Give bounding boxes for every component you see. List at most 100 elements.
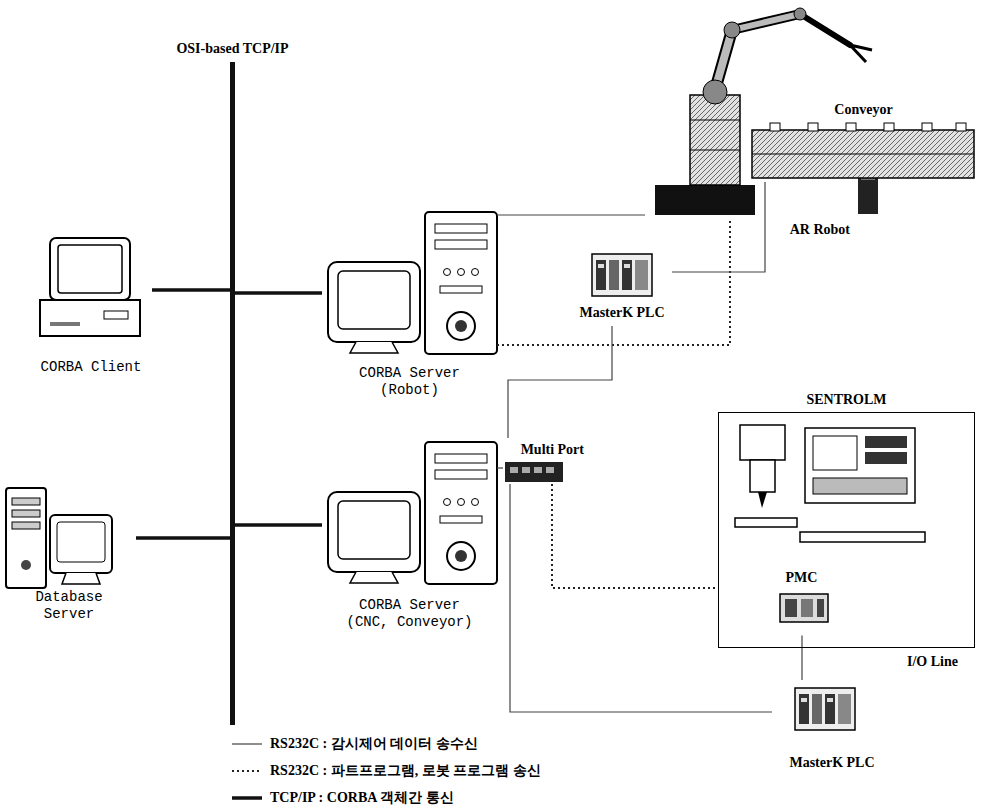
robot-arm-icon [732, 14, 800, 30]
robot-arm-icon [690, 150, 740, 151]
device-label: MasterK PLC [579, 305, 664, 322]
device-label: Multi Port [521, 442, 584, 459]
conveyor-icon [752, 130, 974, 178]
multi-port-icon [534, 467, 542, 473]
device-label: Database Server [6, 589, 132, 623]
client-computer: CORBA Client [30, 232, 152, 380]
legend-row: RS232C : 파트프로그램, 로봇 프로그램 송신 [232, 763, 541, 780]
device-label: CORBA Server (CNC, Conveyor) [340, 597, 480, 631]
multi-port-icon [510, 467, 518, 473]
conveyor-icon [752, 154, 974, 155]
tcp-link [235, 523, 322, 527]
serial-link [497, 467, 503, 468]
server-computer-icon [328, 212, 497, 354]
plc-unit: MasterK PLC [772, 680, 892, 776]
client-computer-icon [50, 238, 130, 300]
conveyor-icon [770, 123, 780, 131]
cnc-machine: SENTROLMPMC [718, 412, 975, 648]
device-label: CORBA Server (Robot) [340, 365, 480, 399]
robot-arm-icon [732, 14, 800, 30]
legend-text: TCP/IP : CORBA 객체간 통신 [270, 790, 454, 807]
multi-port-icon [522, 467, 530, 473]
cnc-machine-icon [800, 532, 925, 542]
server-computer: CORBA Server (Robot) [322, 205, 497, 403]
database-server-icon [62, 573, 100, 584]
cnc-machine-icon [735, 425, 925, 542]
database-server-icon [12, 498, 40, 505]
legend-line [232, 770, 262, 772]
database-server-icon [50, 515, 112, 573]
serial-link [672, 182, 765, 272]
device-label: OSI-based TCP/IP [176, 41, 288, 58]
database-server-icon [6, 488, 112, 588]
robot-arm-icon [794, 8, 806, 20]
cnc-machine-icon [813, 478, 907, 494]
robot-arm-icon [850, 45, 872, 62]
tcp-link [235, 291, 322, 295]
legend-sample [232, 738, 264, 750]
device-label: PMC [786, 570, 818, 587]
server-computer-icon [328, 212, 497, 584]
legend-line [232, 797, 262, 801]
robot-arm-icon [703, 80, 727, 104]
tcp-link [136, 536, 230, 540]
plc-icon [592, 254, 652, 296]
database-server-icon [12, 510, 40, 517]
conveyor-icon [922, 123, 932, 131]
legend-text: RS232C : 감시제어 데이터 송수신 [270, 736, 478, 753]
cnc-machine-icon [865, 452, 907, 464]
robot-arm-icon [690, 95, 740, 185]
plc-unit: MasterK PLC [572, 250, 672, 326]
legend-row: TCP/IP : CORBA 객체간 통신 [232, 790, 454, 807]
cnc-machine-icon [740, 425, 785, 460]
client-computer-icon [104, 311, 128, 319]
line-label: I/O Line [905, 654, 960, 670]
plc-icon [795, 688, 855, 730]
multi-port: Multi Port [503, 438, 588, 484]
legend-sample [232, 792, 264, 804]
conveyor-icon [846, 123, 856, 131]
client-computer-icon [40, 238, 140, 336]
device-label: CORBA Client [41, 359, 142, 376]
multi-port-icon [505, 462, 563, 482]
pmc-unit: PMC [762, 566, 842, 636]
device-label: Conveyor [834, 102, 892, 119]
cnc-machine-icon [805, 428, 915, 503]
server-computer-icon [328, 442, 497, 584]
robot-arm-icon [655, 185, 755, 215]
serial-link [508, 326, 612, 438]
serial-link [552, 484, 718, 588]
database-server-icon [12, 522, 40, 529]
legend-text: RS232C : 파트프로그램, 로봇 프로그램 송신 [270, 763, 541, 780]
network-bus: OSI-based TCP/IP [230, 62, 235, 725]
server-computer: CORBA Server (CNC, Conveyor) [322, 435, 497, 635]
cnc-machine-icon [735, 518, 797, 527]
multi-port-icon [505, 462, 563, 482]
client-computer-icon [58, 245, 122, 293]
cnc-machine-icon [865, 436, 907, 448]
cnc-machine-icon [813, 436, 857, 470]
serial-link [801, 636, 802, 681]
legend-sample [232, 765, 264, 777]
device-label: AR Robot [790, 222, 850, 239]
robot-arm-icon [800, 14, 850, 45]
pmc-icon [785, 599, 797, 617]
legend-line [232, 744, 262, 745]
database-server-icon [6, 488, 46, 588]
client-computer-icon [50, 322, 80, 326]
conveyor-icon [884, 123, 894, 131]
conveyor-icon [956, 123, 966, 131]
database-server-icon [57, 522, 105, 562]
legend-row: RS232C : 감시제어 데이터 송수신 [232, 736, 478, 753]
pmc-icon [780, 594, 828, 622]
conveyor-icon [752, 123, 974, 178]
robot-arm-icon [690, 120, 740, 121]
client-computer-icon [40, 300, 140, 336]
serial-link [510, 484, 772, 712]
device-label: SENTROLM [806, 392, 886, 409]
robot-arm-icon [724, 22, 740, 38]
pmc-icon [780, 594, 828, 622]
tcp-link [152, 288, 230, 292]
